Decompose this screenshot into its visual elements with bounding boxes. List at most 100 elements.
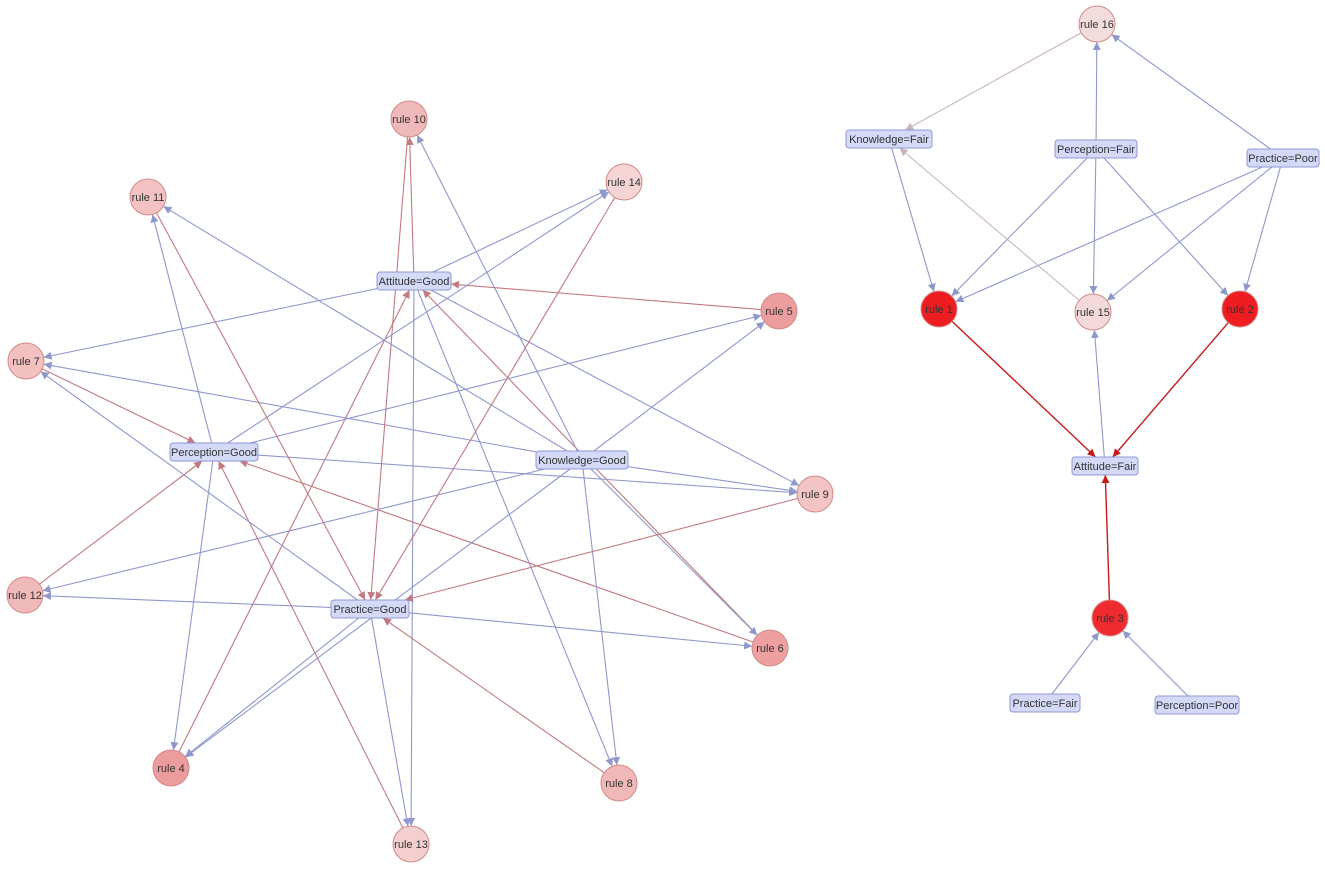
rule-circle (760, 292, 798, 330)
nodes-layer: rule 10 rule 11 rule 14 rule 5 rule 7 rule 9 r… (6, 5, 1320, 863)
rule-label: rule 2 (1226, 304, 1254, 316)
item-box (1246, 148, 1320, 168)
rule-node[interactable]: rule 15 (1074, 293, 1112, 331)
edge-r7-to-perc_good (41, 368, 196, 444)
edge-att_good-to-r13 (407, 289, 416, 827)
rule-node[interactable]: rule 14 (605, 163, 643, 201)
item-label: Attitude=Good (379, 276, 450, 288)
item-label: Practice=Fair (1012, 698, 1077, 710)
edge-know_good-to-r12 (42, 468, 545, 593)
item-node[interactable]: Knowledge=Fair (845, 129, 933, 149)
item-node[interactable]: Perception=Fair (1054, 139, 1138, 159)
item-label: Perception=Fair (1057, 144, 1135, 156)
edge-att_good-to-r8 (417, 289, 613, 767)
rule-circle (7, 342, 45, 380)
edge-r10-to-prac_good (367, 136, 409, 601)
rule-label: rule 15 (1076, 307, 1110, 319)
rule-label: rule 3 (1096, 613, 1124, 625)
edge-prac_good-to-r4 (184, 617, 360, 758)
rule-circle (751, 629, 789, 667)
edge-att_good-to-r10 (405, 136, 415, 273)
rule-node[interactable]: rule 6 (751, 629, 789, 667)
item-label: Perception=Good (171, 447, 257, 459)
rule-node[interactable]: rule 10 (390, 100, 428, 138)
rule-node[interactable]: rule 11 (129, 178, 167, 216)
item-node[interactable]: Perception=Poor (1154, 695, 1240, 715)
item-node[interactable]: Attitude=Good (376, 271, 452, 291)
edge-r12-to-perc_good (39, 460, 203, 585)
rule-node[interactable]: rule 13 (392, 825, 430, 863)
rule-label: rule 6 (756, 643, 784, 655)
edge-prac_poor-to-r15 (1106, 166, 1273, 302)
rule-node[interactable]: rule 16 (1078, 5, 1116, 43)
item-node[interactable]: Perception=Good (169, 442, 259, 462)
rule-label: rule 5 (765, 306, 793, 318)
rule-node[interactable]: rule 9 (796, 475, 834, 513)
rule-circle (605, 163, 643, 201)
item-label: Attitude=Fair (1074, 461, 1137, 473)
edge-know_good-to-r10 (416, 134, 578, 452)
rule-label: rule 4 (157, 763, 185, 775)
rule-node[interactable]: rule 8 (600, 764, 638, 802)
edge-att_good-to-r14 (432, 189, 608, 273)
edge-know_good-to-r5 (593, 321, 765, 452)
rule-label: rule 16 (1080, 19, 1114, 31)
item-node[interactable]: Attitude=Fair (1071, 456, 1139, 476)
item-node[interactable]: Practice=Good (330, 599, 410, 619)
rule-node[interactable]: rule 3 (1091, 599, 1129, 637)
edge-know_fair-to-r1 (891, 147, 936, 292)
rule-node[interactable]: rule 12 (6, 576, 44, 614)
edge-prac_fair-to-r3 (1051, 631, 1100, 695)
rule-circle (129, 178, 167, 216)
edge-r3-to-att_fair (1101, 474, 1111, 601)
item-node[interactable]: Practice=Fair (1009, 693, 1081, 713)
edge-r13-to-perc_good (218, 460, 404, 829)
edge-perc_good-to-r4 (170, 460, 214, 751)
item-box (169, 442, 259, 462)
edge-prac_good-to-r7 (40, 371, 358, 601)
rule-node[interactable]: rule 4 (152, 749, 190, 787)
rule-node[interactable]: rule 2 (1221, 290, 1259, 328)
rule-node[interactable]: rule 5 (760, 292, 798, 330)
edge-know_good-to-r9 (627, 466, 798, 495)
item-node[interactable]: Knowledge=Good (535, 450, 629, 470)
item-label: Perception=Poor (1156, 700, 1239, 712)
edge-know_good-to-r7 (43, 361, 537, 453)
item-box (330, 599, 410, 619)
edge-r5-to-att_good (450, 280, 762, 311)
rule-label: rule 14 (607, 177, 641, 189)
edge-prac_good-to-r13 (371, 617, 411, 827)
item-box (1154, 695, 1240, 715)
rule-circle (6, 576, 44, 614)
edge-att_fair-to-r15 (1091, 329, 1105, 458)
edge-know_good-to-r8 (582, 468, 621, 766)
edge-perc_fair-to-r2 (1103, 157, 1229, 296)
rule-node[interactable]: rule 1 (920, 290, 958, 328)
item-box (376, 271, 452, 291)
edge-prac_poor-to-r16 (1111, 34, 1271, 150)
item-label: Knowledge=Good (538, 455, 626, 467)
edge-perc_good-to-r9 (257, 454, 798, 497)
item-box (1071, 456, 1139, 476)
rule-node[interactable]: rule 7 (7, 342, 45, 380)
edge-prac_poor-to-r1 (955, 166, 1263, 303)
edge-r11-to-prac_good (156, 212, 366, 601)
edge-know_good-to-r11 (163, 205, 568, 452)
item-box (535, 450, 629, 470)
rule-label: rule 9 (801, 489, 829, 501)
rule-circle (1078, 5, 1116, 43)
rule-label: rule 13 (394, 839, 428, 851)
rule-circle (392, 825, 430, 863)
rule-label: rule 8 (605, 778, 633, 790)
edge-perc_poor-to-r3 (1122, 630, 1189, 697)
edge-r8-to-prac_good (382, 617, 605, 774)
rule-circle (390, 100, 428, 138)
edge-r14-to-prac_good (374, 197, 616, 601)
edge-att_good-to-r9 (430, 289, 800, 487)
item-node[interactable]: Practice=Poor (1246, 148, 1320, 168)
item-label: Practice=Poor (1248, 153, 1318, 165)
edge-know_good-to-r6 (590, 468, 758, 636)
edge-perc_good-to-r14 (227, 191, 610, 444)
edge-r4-to-att_good (178, 289, 411, 753)
